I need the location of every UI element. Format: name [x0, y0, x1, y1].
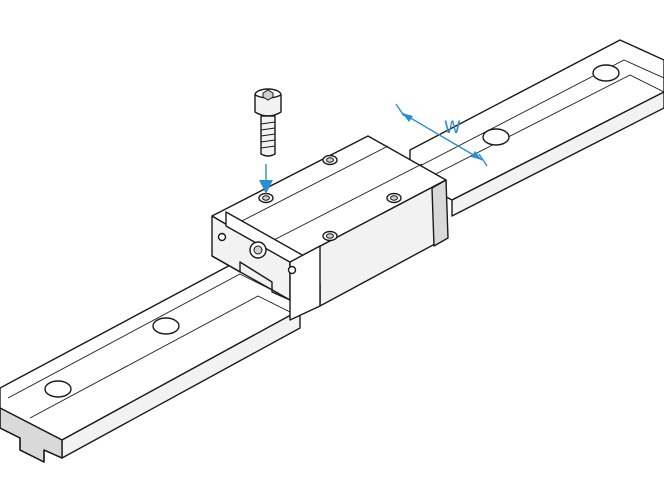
insert-arrow-icon [259, 164, 273, 194]
rail-mount-hole [44, 380, 72, 398]
guide-rail-far [409, 39, 664, 217]
rail-mount-hole [152, 317, 180, 335]
hex-socket-icon [262, 89, 274, 101]
width-dimension: W [395, 103, 488, 167]
end-seal-screw [287, 265, 297, 275]
end-seal-screw [217, 232, 227, 242]
rail-mount-hole [592, 64, 620, 82]
mounting-screw [254, 88, 282, 157]
rail-mount-hole [482, 128, 510, 146]
width-dimension-label: W [444, 118, 461, 138]
carriage-block [211, 135, 449, 321]
